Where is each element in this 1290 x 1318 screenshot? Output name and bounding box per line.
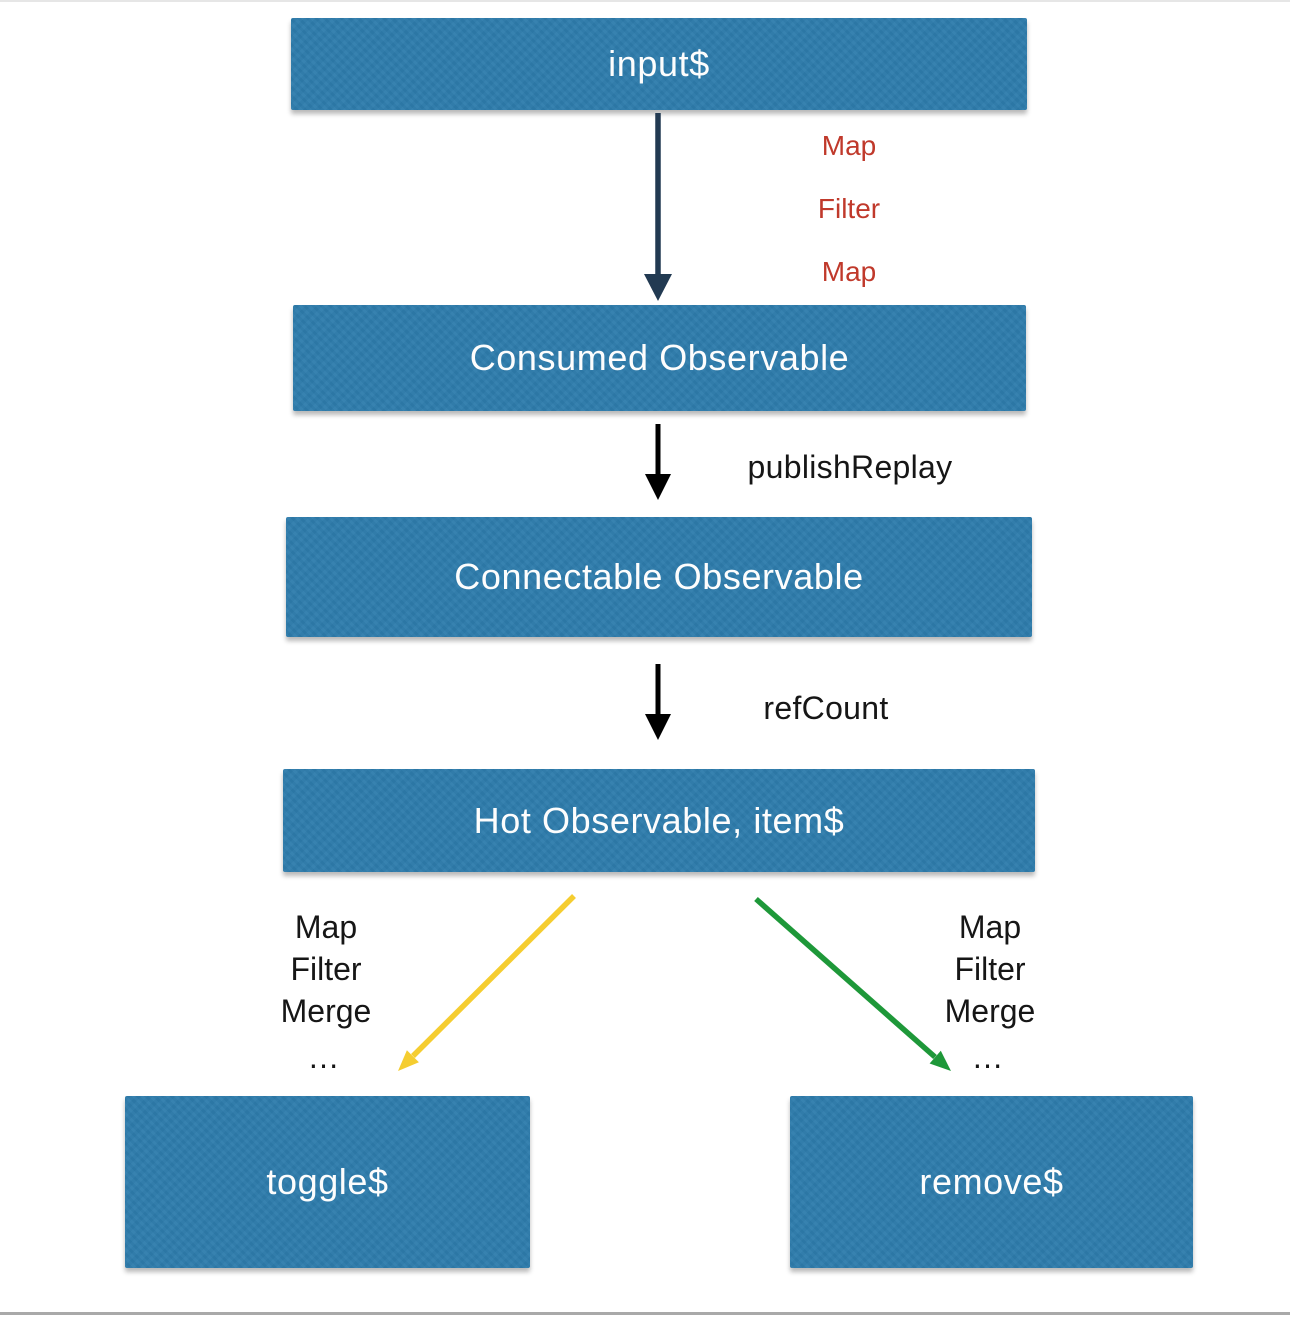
left-op-map: Map <box>294 909 358 945</box>
node-consumed-observable: Consumed Observable <box>293 305 1026 411</box>
node-hot-observable: Hot Observable, item$ <box>283 769 1035 872</box>
arrow-hot-to-toggle-line <box>411 894 576 1058</box>
operator-filter-1: Filter <box>817 193 881 224</box>
operator-map-2: Map <box>821 256 877 287</box>
arrow-input-to-consumed-head-icon <box>644 274 672 301</box>
edge-label-ref-count: refCount <box>763 690 889 726</box>
left-op-merge: Merge <box>280 993 372 1029</box>
operator-stack-right: Map Filter Merge … <box>945 906 1036 1078</box>
arrow-hot-to-toggle-head-icon <box>398 1050 419 1071</box>
node-connectable-observable: Connectable Observable <box>286 517 1032 637</box>
left-op-filter: Filter <box>290 951 362 987</box>
arrow-connectable-to-hot-head-icon <box>645 714 671 740</box>
right-op-merge: Merge <box>944 993 1036 1029</box>
node-toggle-stream: toggle$ <box>125 1096 530 1268</box>
node-toggle-label: toggle$ <box>266 1161 389 1202</box>
arrow-hot-to-remove-line <box>754 896 937 1060</box>
right-op-map: Map <box>958 909 1022 945</box>
node-consumed-label: Consumed Observable <box>469 337 850 378</box>
left-op-ellipsis: … <box>307 1039 345 1075</box>
top-edge-strip <box>0 0 1290 2</box>
node-input-stream: input$ <box>291 18 1027 110</box>
operator-stack-left: Map Filter Merge … <box>281 906 372 1078</box>
node-connectable-label: Connectable Observable <box>454 556 864 597</box>
bottom-divider <box>0 1312 1290 1315</box>
node-remove-stream: remove$ <box>790 1096 1193 1268</box>
operator-map-1: Map <box>821 130 877 161</box>
edge-label-publish-replay: publishReplay <box>747 449 953 485</box>
node-remove-label: remove$ <box>919 1161 1064 1202</box>
right-op-filter: Filter <box>954 951 1026 987</box>
right-op-ellipsis: … <box>971 1039 1009 1075</box>
arrow-consumed-to-connectable-head-icon <box>645 474 671 500</box>
node-hot-label: Hot Observable, item$ <box>473 799 845 841</box>
node-input-label: input$ <box>608 43 710 84</box>
